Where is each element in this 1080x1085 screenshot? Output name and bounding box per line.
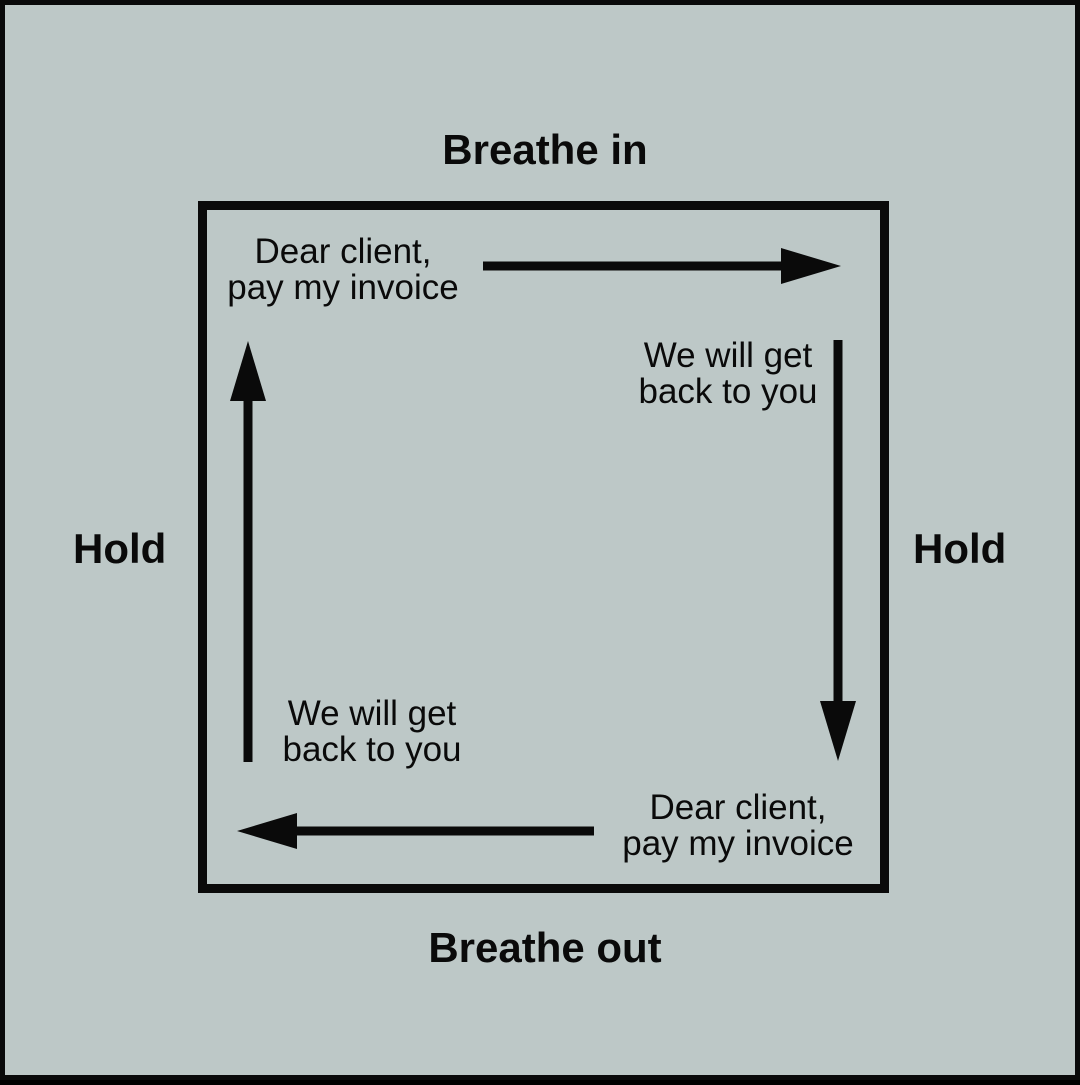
- phase-label-hold-right: Hold: [913, 525, 1007, 572]
- note-bottom-left: We will get back to you: [271, 696, 473, 768]
- phase-label-breathe-in: Breathe in: [442, 126, 648, 173]
- note-bottom-right: Dear client, pay my invoice: [611, 790, 865, 862]
- arrow-right-icon: [483, 248, 841, 284]
- note-top-right-line-1: We will get: [643, 336, 813, 375]
- phase-label-breathe-out: Breathe out: [428, 924, 662, 971]
- note-bottom-right-line-2: pay my invoice: [622, 824, 854, 863]
- box-breathing-square: [198, 201, 889, 893]
- arrow-down-icon: [820, 340, 856, 761]
- note-top-left-line-2: pay my invoice: [227, 268, 459, 307]
- arrow-left-icon: [237, 813, 594, 849]
- note-top-left: Dear client, pay my invoice: [217, 234, 469, 306]
- note-bottom-right-line-1: Dear client,: [649, 788, 827, 827]
- note-top-left-line-1: Dear client,: [254, 232, 432, 271]
- flow-arrows: [230, 248, 856, 849]
- note-top-right-line-2: back to you: [638, 372, 818, 411]
- note-top-right: We will get back to you: [627, 338, 829, 410]
- note-bottom-left-line-1: We will get: [287, 694, 457, 733]
- note-bottom-left-line-2: back to you: [282, 730, 462, 769]
- arrow-up-icon: [230, 341, 266, 762]
- phase-label-hold-left: Hold: [73, 525, 167, 572]
